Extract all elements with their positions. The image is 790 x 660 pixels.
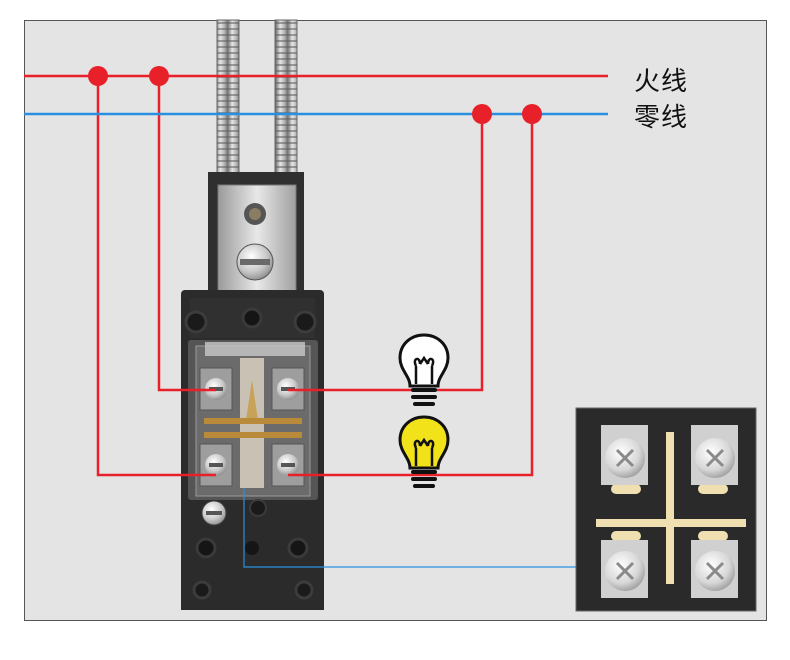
inset-leader-line [243, 488, 578, 568]
junction-live-2 [149, 66, 169, 86]
neutral-wire-label: 零线 [634, 103, 689, 133]
junction-dots [88, 66, 542, 124]
junction-neutral-1 [472, 104, 492, 124]
lamp-wires [288, 114, 534, 477]
terminal-screw-icon [601, 425, 648, 485]
live-wires [24, 74, 608, 477]
contact-inset [575, 407, 757, 612]
lamp-wire-1 [288, 114, 484, 392]
limit-switch-body [181, 290, 324, 610]
lamp-wire-2 [288, 114, 534, 477]
mounting-hole-icon [184, 310, 208, 334]
lightbulb-on-icon [398, 415, 450, 488]
junction-neutral-2 [522, 104, 542, 124]
junction-live-1 [88, 66, 108, 86]
lightbulb-off-icon [398, 333, 450, 406]
actuator-head [208, 172, 304, 293]
live-wire-label: 火线 [634, 67, 689, 97]
live-drop-2 [157, 76, 216, 392]
live-drop-1 [96, 76, 216, 477]
